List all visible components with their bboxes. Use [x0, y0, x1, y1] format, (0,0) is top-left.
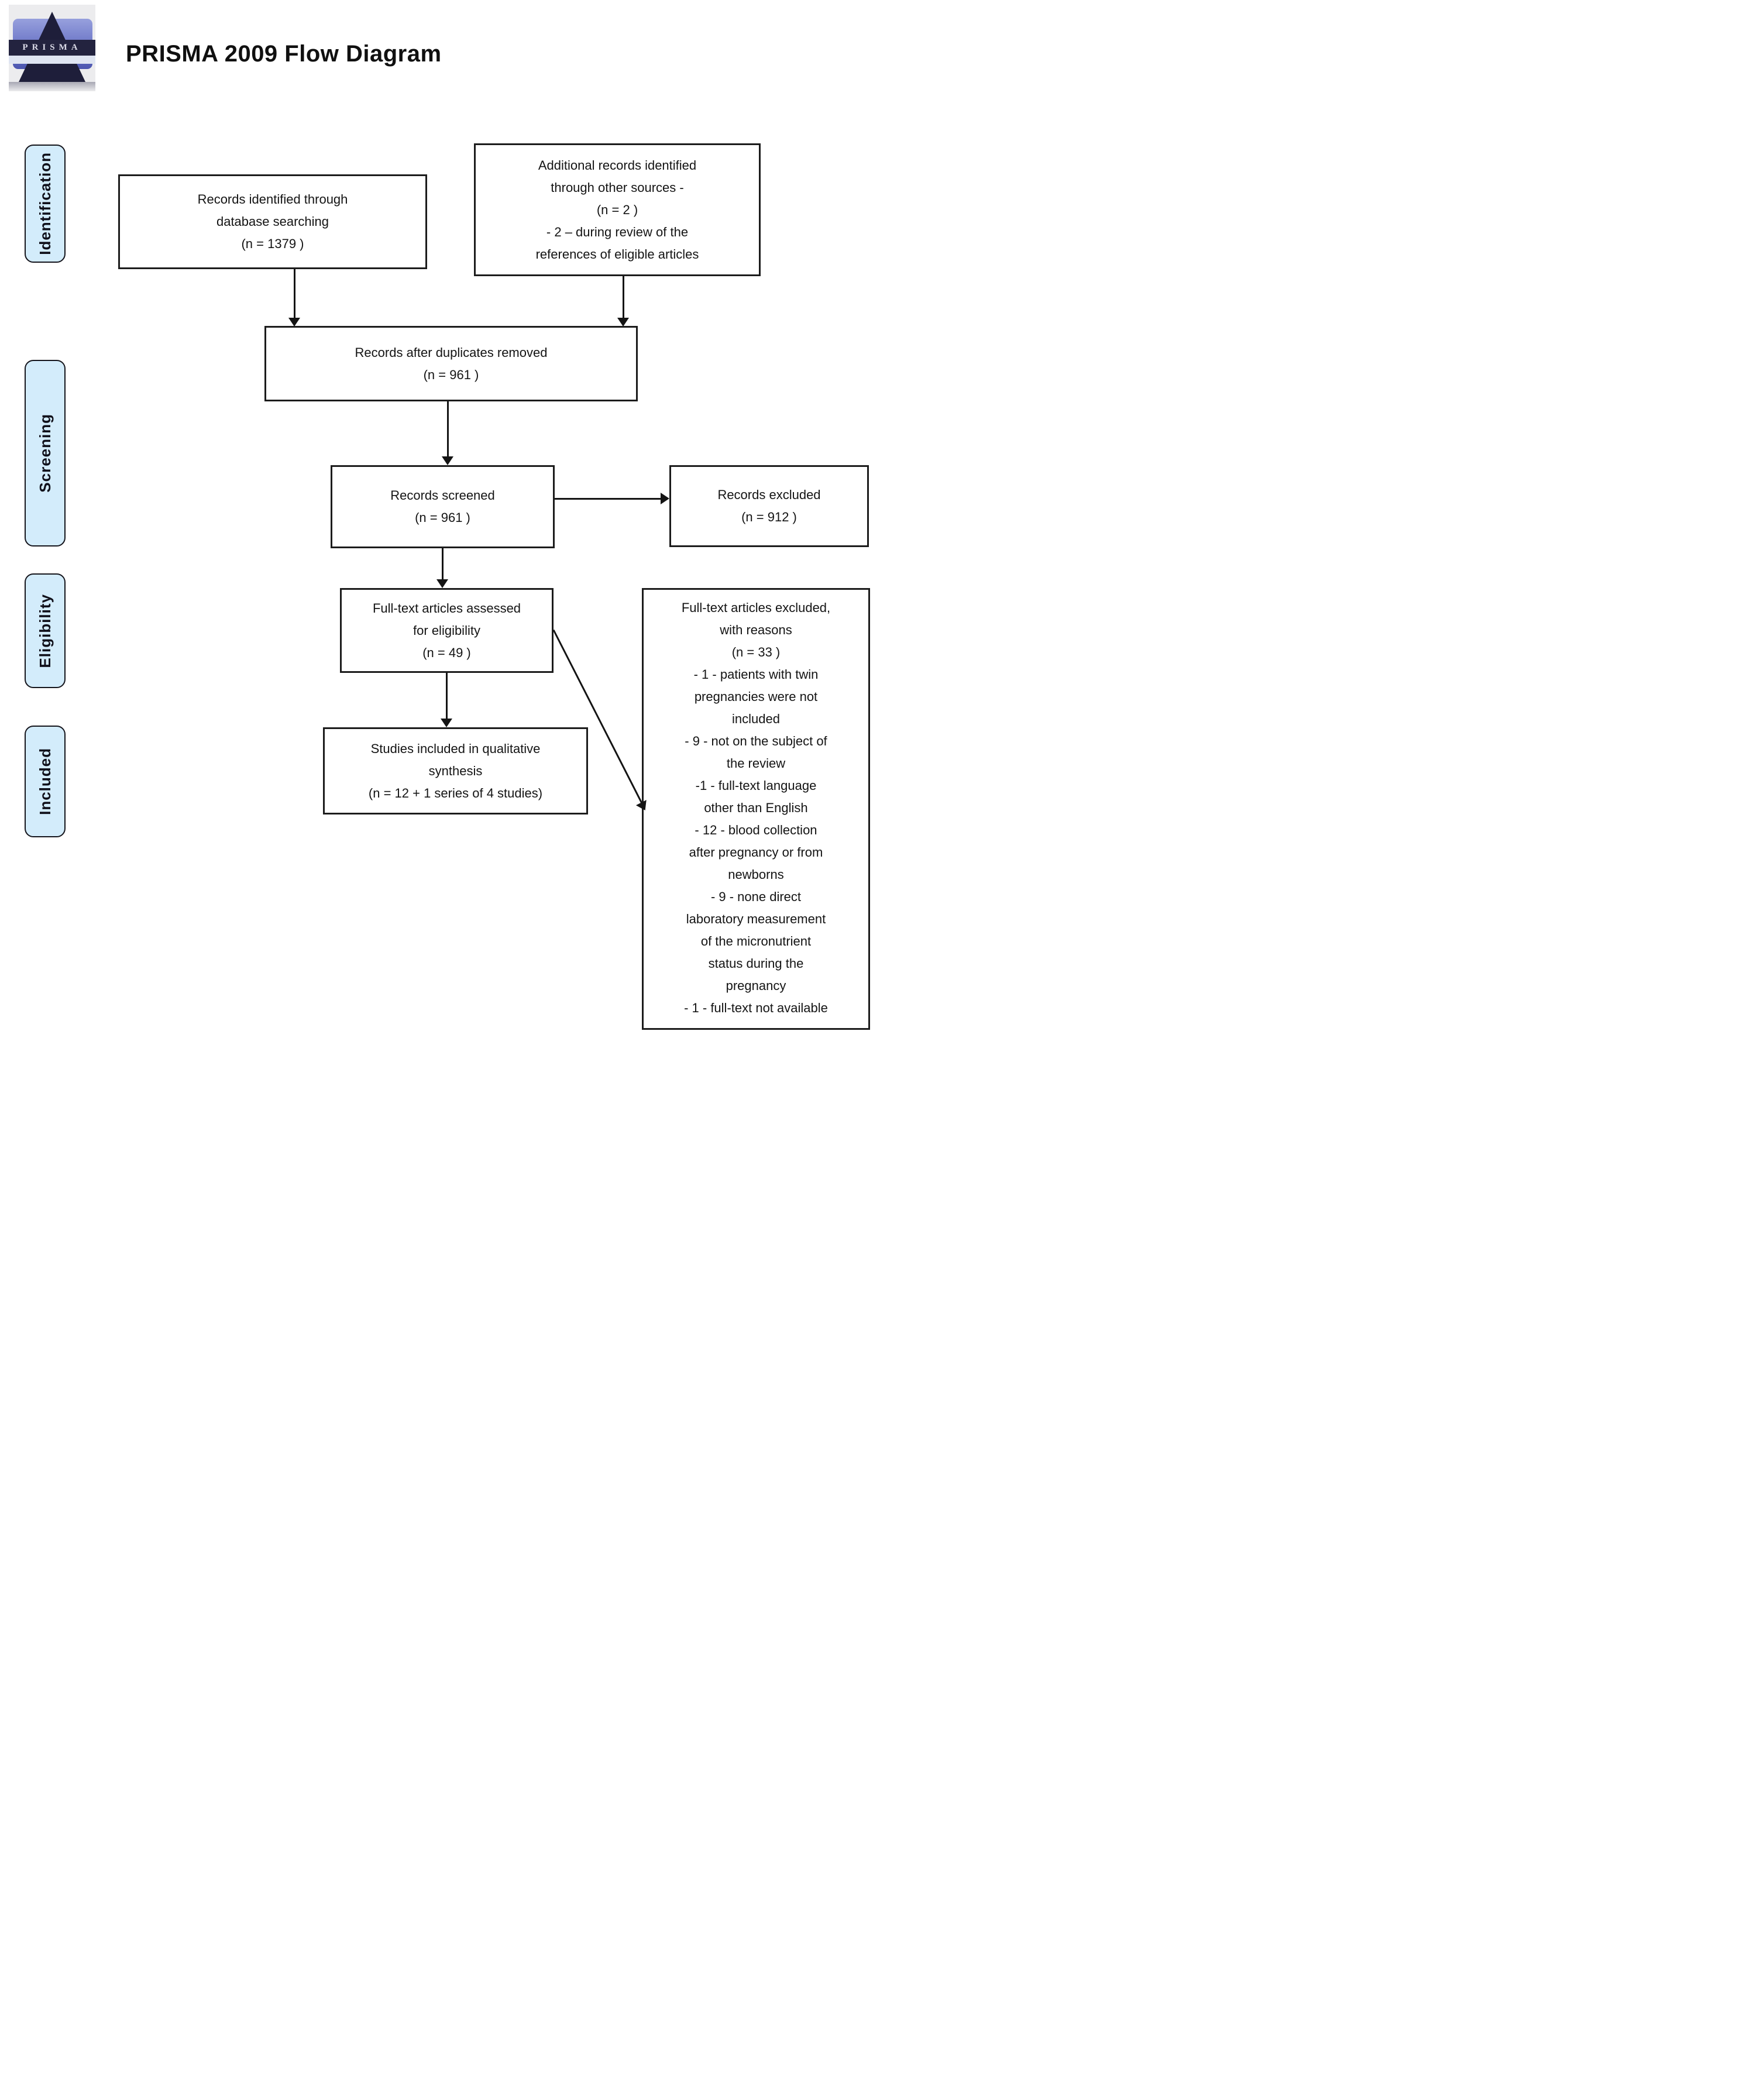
- logo-shadow: [9, 82, 95, 91]
- arrow-fulltext-to-included: [446, 673, 448, 720]
- stage-pill-included: Included: [25, 726, 66, 837]
- box-text: Records screened (n = 961 ): [390, 488, 495, 525]
- stage-pill-eligibility: Eligibility: [25, 573, 66, 688]
- page-title: PRISMA 2009 Flow Diagram: [126, 41, 442, 67]
- arrowhead-additional-to-duplicates: [617, 318, 629, 326]
- stage-label: Identification: [36, 152, 54, 255]
- arrow-screened-to-fulltext: [442, 548, 444, 580]
- arrowhead-fulltext-to-included: [441, 719, 452, 727]
- logo-light-band: [9, 56, 95, 64]
- box-records-after-duplicates: Records after duplicates removed (n = 96…: [264, 326, 638, 401]
- box-fulltext-assessed: Full-text articles assessed for eligibil…: [340, 588, 554, 673]
- box-records-excluded: Records excluded (n = 912 ): [669, 465, 869, 547]
- stage-label: Screening: [36, 414, 54, 493]
- logo-brand-text: PRISMA: [22, 43, 82, 52]
- arrow-screened-to-excluded: [555, 498, 661, 500]
- arrowhead-identified-to-duplicates: [288, 318, 300, 326]
- box-text: Records after duplicates removed (n = 96…: [355, 345, 548, 382]
- arrow-duplicates-to-screened: [447, 401, 449, 458]
- arrowhead-duplicates-to-screened: [442, 456, 453, 465]
- box-text: Full-text articles assessed for eligibil…: [372, 600, 521, 660]
- prisma-flow-diagram: PRISMA PRISMA 2009 Flow Diagram Identifi…: [0, 0, 880, 1050]
- box-records-screened: Records screened (n = 961 ): [331, 465, 555, 548]
- arrow-identified-to-duplicates: [294, 269, 295, 319]
- box-text: Records identified through database sear…: [197, 192, 348, 251]
- stage-label: Eligibility: [36, 593, 54, 668]
- arrowhead-screened-to-excluded: [661, 493, 669, 504]
- stage-pill-identification: Identification: [25, 145, 66, 263]
- box-text: Full-text articles excluded, with reason…: [681, 600, 831, 1015]
- stage-pill-screening: Screening: [25, 360, 66, 547]
- box-records-identified: Records identified through database sear…: [118, 174, 427, 269]
- box-studies-included: Studies included in qualitative synthesi…: [323, 727, 588, 814]
- box-text: Additional records identified through ot…: [535, 157, 699, 262]
- box-text: Studies included in qualitative synthesi…: [368, 741, 543, 800]
- box-fulltext-excluded: Full-text articles excluded, with reason…: [642, 588, 870, 1030]
- arrow-additional-to-duplicates: [623, 276, 624, 319]
- box-additional-records: Additional records identified through ot…: [474, 143, 761, 276]
- stage-label: Included: [36, 748, 54, 815]
- box-text: Records excluded (n = 912 ): [717, 487, 821, 524]
- prisma-logo: PRISMA: [9, 5, 95, 91]
- arrowhead-screened-to-fulltext: [436, 579, 448, 588]
- logo-brand-band: PRISMA: [9, 40, 95, 56]
